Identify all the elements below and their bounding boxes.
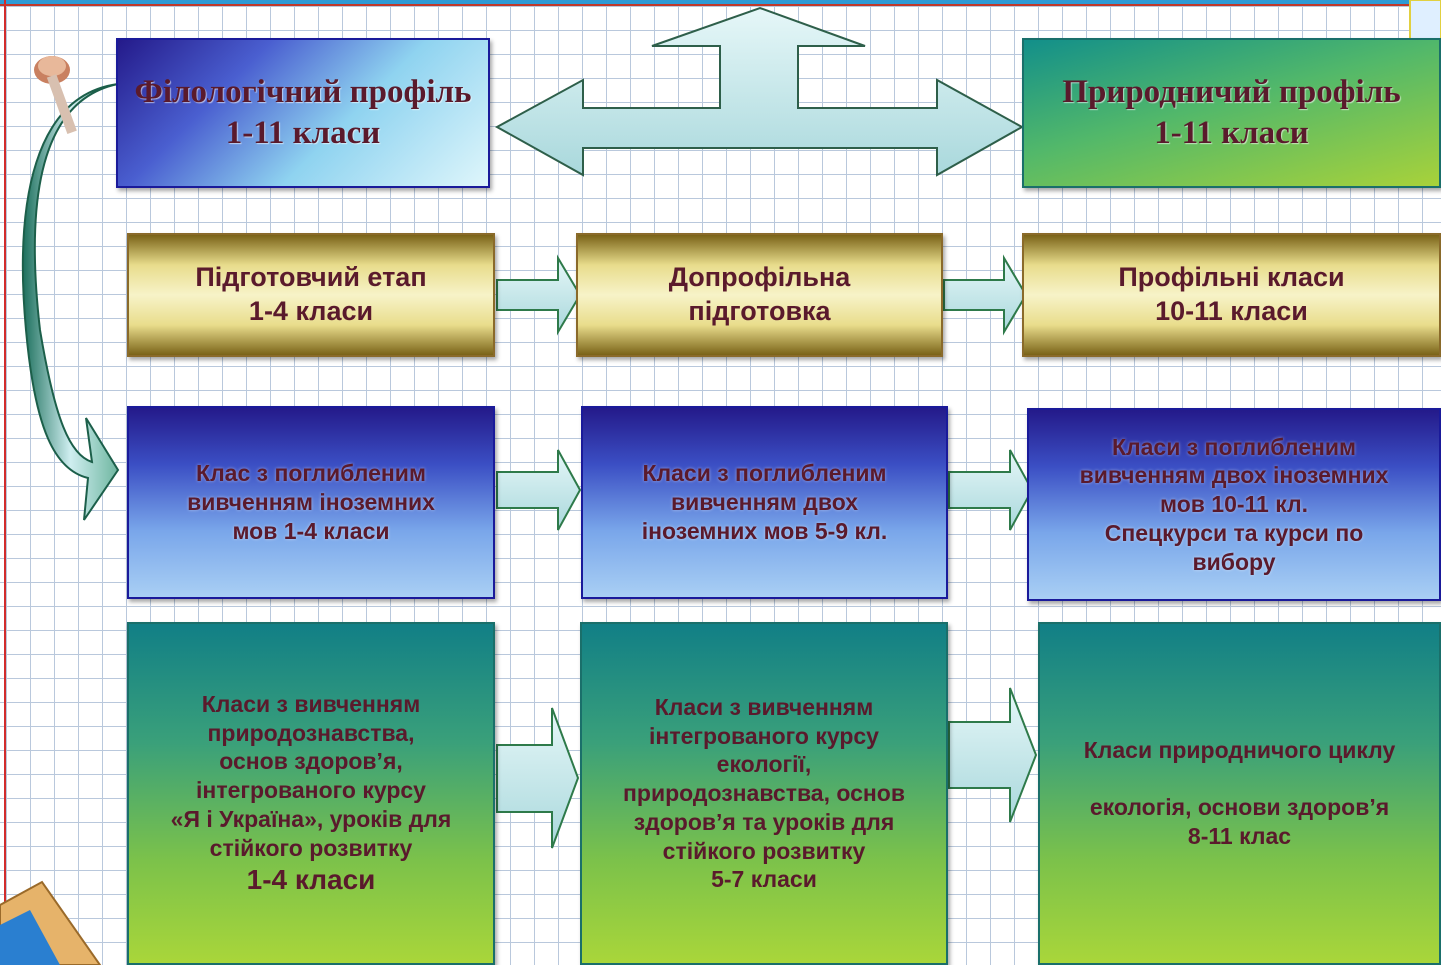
arrow-nature-1-2: [496, 707, 580, 849]
language-track-3-line: мов 10-11 кл.: [1159, 491, 1309, 518]
preparatory-stage-title: Підготовчий етап: [195, 262, 427, 293]
profile-classes-grades: 10-11 класи: [1155, 296, 1308, 326]
nature-track-1-line: «Я і Україна», уроків для: [170, 805, 452, 832]
nature-track-2-grades: 5-7 класи: [711, 866, 817, 893]
nature-track-box-1: Класи з вивченням природознавства, основ…: [127, 622, 495, 965]
three-way-arrow: [494, 6, 1025, 177]
language-track-box-1: Клас з поглибленим вивченням іноземних м…: [127, 406, 495, 599]
nature-track-3-line: Класи природничого циклу: [1083, 737, 1396, 764]
language-track-3-line: Класи з поглибленим: [1111, 433, 1357, 460]
nature-track-box-3: Класи природничого циклу екологія, основ…: [1038, 622, 1441, 965]
nature-track-1-line: природознавства,: [207, 719, 415, 746]
preprofile-stage-box: Допрофільна підготовка: [576, 233, 943, 357]
natural-profile-title: Природничий профіль: [1062, 73, 1401, 110]
nature-track-2-line: інтегрованого курсу: [649, 722, 879, 749]
language-track-1-line: мов 1-4 класи: [232, 517, 390, 544]
blue-book-icon: [0, 910, 60, 965]
nature-track-1-line: Класи з вивченням: [201, 690, 421, 717]
arrow-stage-1-2: [496, 254, 582, 336]
preprofile-stage-line2: підготовка: [688, 296, 831, 326]
arrow-lang-1-2: [496, 449, 582, 531]
nature-track-1-line: інтегрованого курсу: [196, 777, 426, 803]
nature-track-3-line: екологія, основи здоров’я: [1089, 794, 1390, 821]
language-track-3-line: Спецкурси та курси по: [1104, 519, 1364, 546]
language-track-box-2: Класи з поглибленим вивченням двох інозе…: [581, 406, 948, 599]
natural-profile-grades: 1-11 класи: [1154, 115, 1309, 151]
philological-profile-box: Філологічний профіль 1-11 класи: [116, 38, 490, 188]
nature-track-2-line: здоров’я та уроків для: [633, 808, 895, 835]
philological-profile-title: Філологічний профіль: [134, 73, 472, 110]
nature-track-3-grades: 8-11 клас: [1187, 822, 1292, 849]
profile-classes-box: Профільні класи 10-11 класи: [1022, 233, 1441, 357]
nature-track-2-line: Класи з вивченням: [654, 693, 874, 720]
arrow-stage-2-3: [943, 254, 1028, 336]
top-border: [0, 0, 1441, 6]
nature-track-1-line: основ здоров’я,: [219, 748, 403, 775]
language-track-2-line: Класи з поглибленим: [642, 460, 887, 487]
language-track-3-line: вибору: [1192, 548, 1276, 575]
nature-track-2-line: екології,: [716, 751, 812, 778]
nature-track-2-line: природознавства, основ: [623, 780, 905, 807]
nature-track-2-line: стійкого розвитку: [662, 837, 866, 864]
preparatory-stage-box: Підготовчий етап 1-4 класи: [127, 233, 495, 357]
language-track-2-line: іноземних мов 5-9 кл.: [641, 517, 888, 544]
nature-track-1-grades: 1-4 класи: [246, 864, 376, 896]
language-track-1-line: Клас з поглибленим: [196, 460, 426, 487]
left-margin-line: [4, 0, 6, 965]
language-track-1-line: вивченням іноземних: [187, 489, 435, 516]
pushpin-icon: [34, 56, 77, 134]
philological-profile-grades: 1-11 класи: [225, 115, 381, 151]
language-track-box-3: Класи з поглибленим вивченням двох інозе…: [1027, 408, 1441, 601]
nature-track-1-line: стійкого розвитку: [209, 834, 413, 861]
language-track-3-line: вивченням двох іноземних: [1079, 462, 1389, 489]
profile-classes-title: Профільні класи: [1118, 262, 1345, 293]
arrow-lang-2-3: [948, 449, 1034, 531]
nature-track-box-2: Класи з вивченням інтегрованого курсу ек…: [580, 622, 948, 965]
preprofile-stage-line1: Допрофільна: [668, 262, 851, 293]
language-track-2-line: вивченням двох: [671, 489, 858, 516]
preparatory-stage-grades: 1-4 класи: [248, 296, 374, 326]
natural-profile-box: Природничий профіль 1-11 класи: [1022, 38, 1441, 188]
curved-arrow: [21, 83, 120, 521]
arrow-nature-2-3: [948, 687, 1038, 823]
